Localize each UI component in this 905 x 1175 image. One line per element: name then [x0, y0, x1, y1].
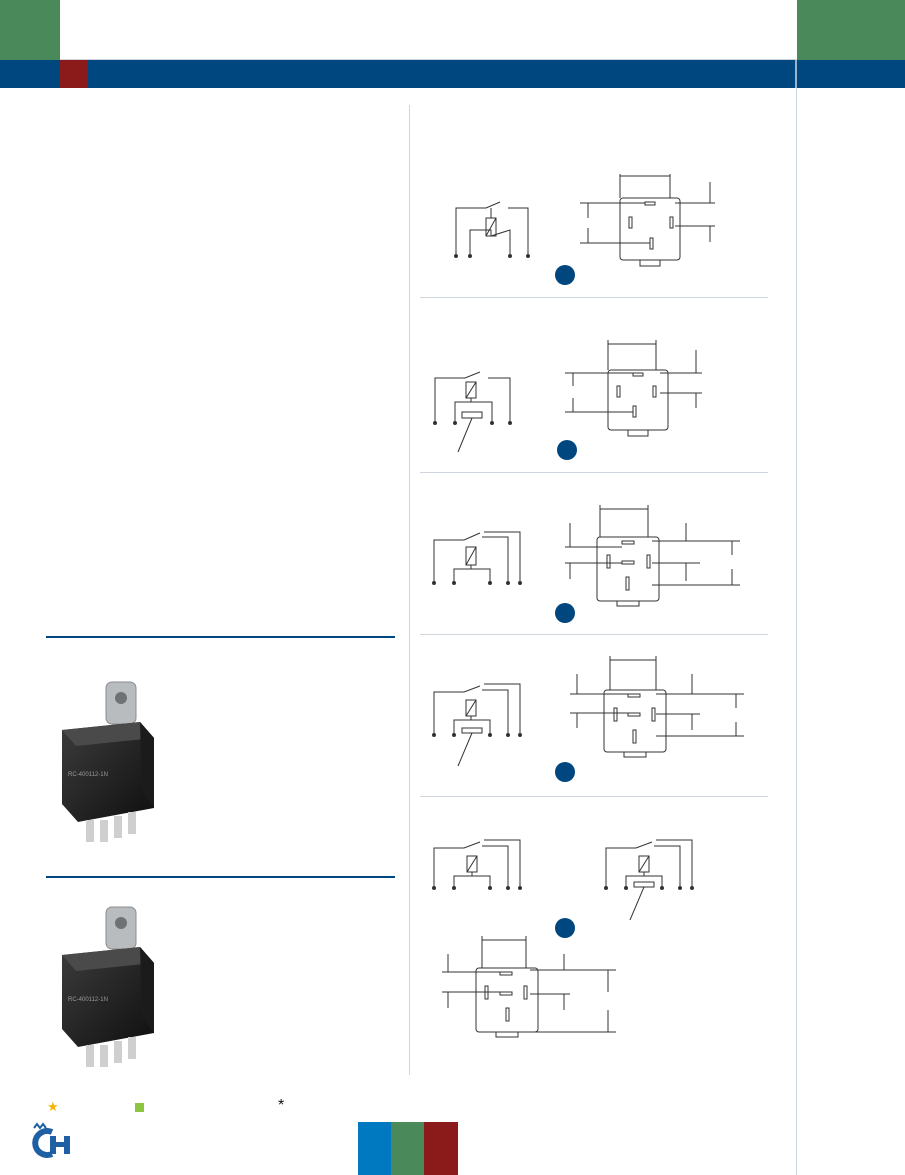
header-top-line	[60, 59, 797, 60]
header-bar-divider	[795, 60, 797, 88]
header-green-tab-right	[797, 0, 905, 60]
header-blue-bar	[0, 60, 905, 88]
panel-rule-2	[420, 472, 768, 473]
header-green-tab-left	[0, 0, 60, 60]
company-logo-icon	[32, 1122, 70, 1158]
right-margin-rule	[796, 88, 797, 1175]
section-rule-1	[46, 636, 395, 638]
legend-asterisk: *	[278, 1097, 285, 1114]
relay-photo-1: RC-400112-1N	[62, 681, 154, 842]
wiring-panel-1	[454, 174, 715, 285]
wiring-panel-3	[432, 505, 740, 623]
relay-photo-2: RC-400112-1N	[62, 906, 154, 1067]
relay-photo-2-label: RC-400112-1N	[68, 997, 108, 1003]
wiring-panel-4	[432, 656, 744, 782]
footer-color-block-green	[391, 1122, 424, 1175]
wiring-panel-5	[432, 839, 694, 1038]
relay-photo-1-label: RC-400112-1N	[68, 772, 108, 778]
panel-rule-1	[420, 297, 768, 298]
header-red-square	[60, 60, 88, 88]
legend-star-icon: ★	[47, 1099, 59, 1114]
footer-color-block-red	[424, 1122, 458, 1175]
column-divider	[409, 105, 410, 1075]
panel-rule-3	[420, 634, 768, 635]
section-rule-2	[46, 876, 395, 878]
footer-color-block-blue	[358, 1122, 391, 1175]
panel-rule-4	[420, 796, 768, 797]
wiring-panel-2	[433, 340, 702, 460]
legend-square-icon	[135, 1103, 144, 1112]
